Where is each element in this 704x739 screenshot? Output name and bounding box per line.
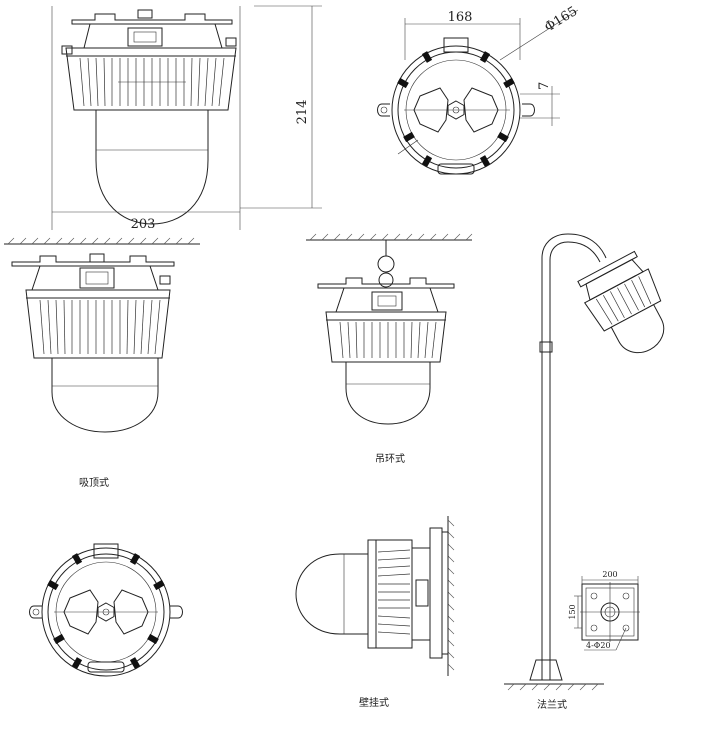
ring-hanging-caption: 吊环式: [375, 452, 405, 465]
wall-mount-view: 壁挂式: [295, 516, 455, 709]
flange-mount-view: 200 150 4-Φ20 法兰式: [504, 233, 665, 711]
diameter-dimension-label: Φ165: [542, 4, 580, 36]
offset-dimension-label: 7: [537, 82, 552, 90]
flange-height-label: 150: [568, 604, 577, 619]
flange-width-label: 200: [602, 570, 617, 579]
ceiling-mount-caption: 吸顶式: [79, 476, 109, 489]
flange-mount-caption: 法兰式: [537, 698, 567, 711]
width-dimension-label: 203: [131, 217, 156, 232]
wall-mount-caption: 壁挂式: [359, 696, 389, 709]
front-elevation-view: 214 203: [51, 5, 322, 232]
ring-hanging-view: 吊环式: [306, 233, 473, 465]
top-width-dimension-label: 168: [448, 10, 473, 25]
height-dimension-label: 214: [295, 100, 310, 125]
ceiling-mount-view: 吸顶式: [4, 237, 200, 489]
top-view-bottom: [29, 543, 183, 677]
top-view-dimensioned: 168 Φ165 7: [377, 4, 580, 175]
flange-holes-label: 4-Φ20: [586, 641, 611, 650]
